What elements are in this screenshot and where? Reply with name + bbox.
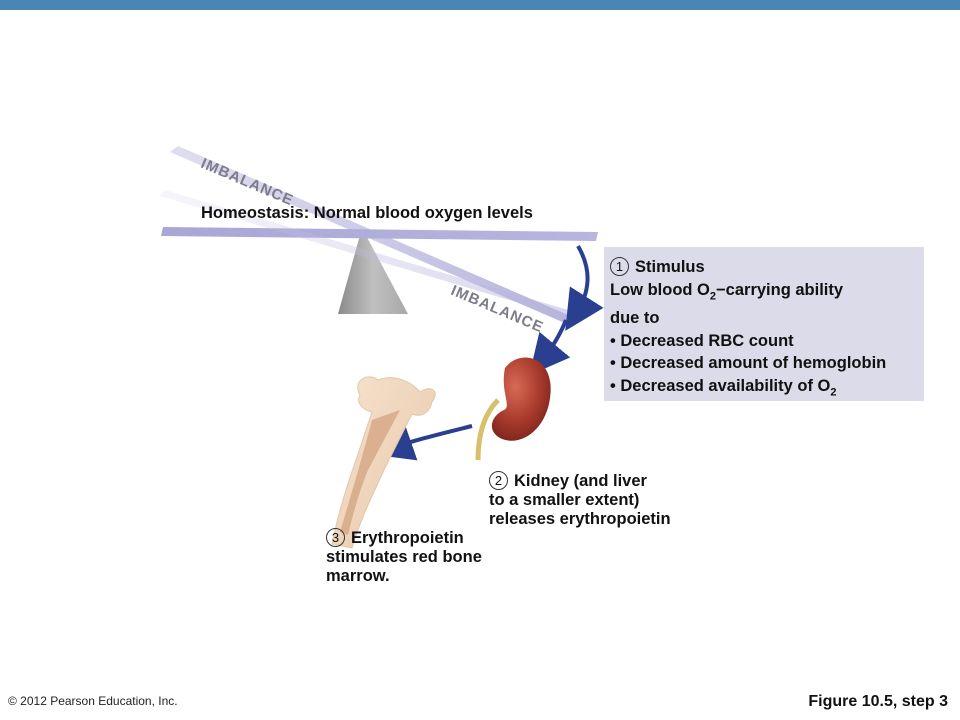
header-bar (0, 0, 960, 10)
stimulus-bullet-rbc: • Decreased RBC count (610, 331, 794, 350)
step-number-3: 3 (326, 528, 345, 547)
stimulus-line-1: Low blood O2−carrying ability (610, 280, 844, 302)
stimulus-line-2: due to (610, 309, 660, 328)
stimulus-title: Stimulus (635, 258, 705, 276)
arrow-stimulus-to-kidney-upper (565, 244, 604, 331)
step-number-2: 2 (489, 471, 508, 490)
arrow-stimulus-to-kidney (529, 319, 571, 376)
arrow-kidney-to-bone (373, 422, 473, 461)
plank-imbalance-up (160, 190, 578, 319)
ureter (475, 398, 500, 461)
plank-homeostasis (161, 227, 598, 241)
figure-caption: Figure 10.5, step 3 (808, 693, 948, 710)
bone-icon (331, 376, 436, 549)
copyright: © 2012 Pearson Education, Inc. (8, 694, 178, 708)
kidney-icon (491, 357, 551, 441)
stimulus-bullet-oxygen: • Decreased availability of O2 (610, 376, 837, 399)
fulcrum (338, 228, 408, 314)
step-number-1: 1 (610, 257, 629, 276)
stimulus-bullet-hemoglobin: • Decreased amount of hemoglobin (610, 354, 887, 373)
stimulus-box (604, 247, 924, 401)
homeostasis-label: Homeostasis: Normal blood oxygen levels (201, 204, 533, 222)
